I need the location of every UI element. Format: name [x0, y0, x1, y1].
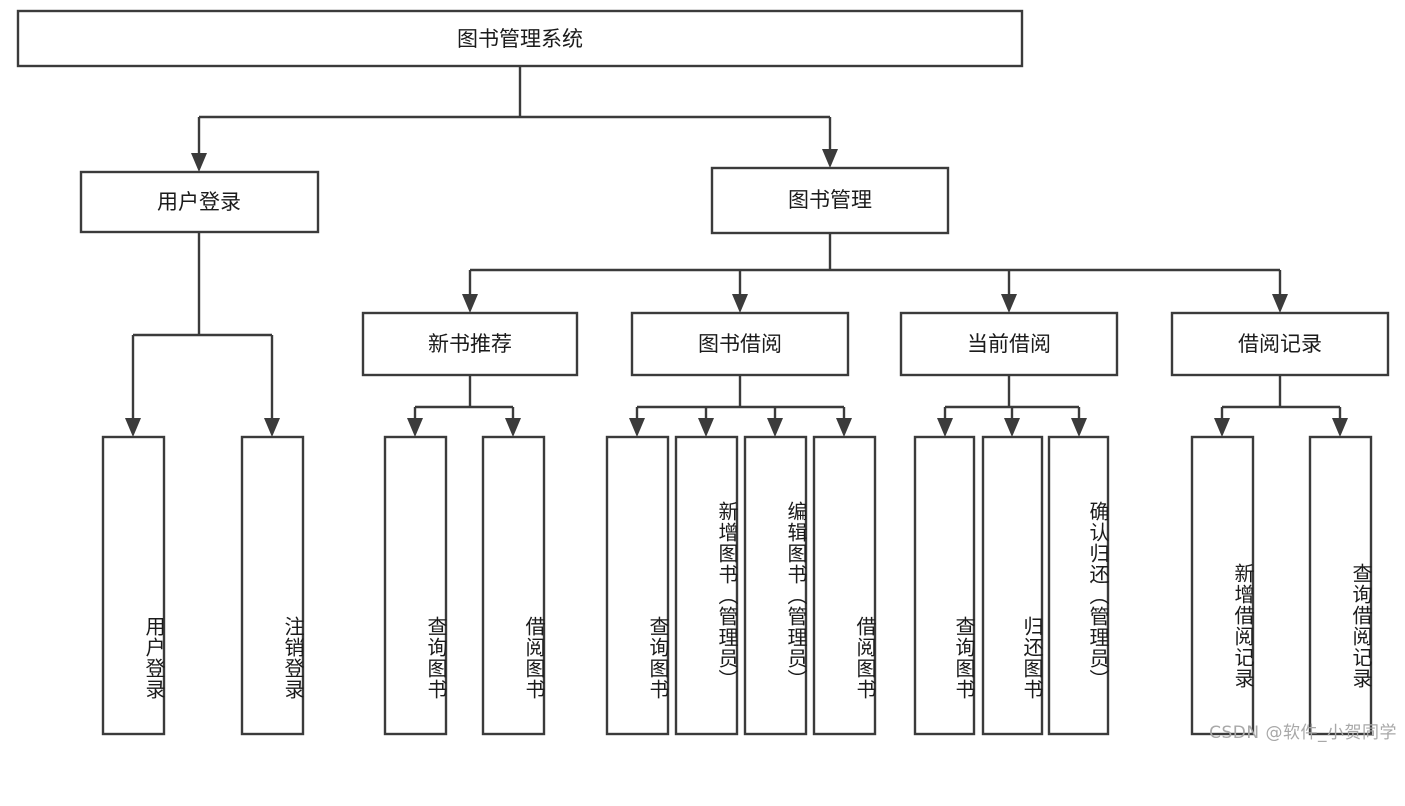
node-root-label: 图书管理系统 — [457, 27, 583, 51]
arrowhead-book-borrow — [732, 294, 748, 313]
arrowhead-currentborrow-leaf-1 — [937, 418, 953, 437]
node-book-management-label: 图书管理 — [788, 188, 872, 212]
node-borrow-record-box[interactable] — [1170, 311, 1390, 377]
arrowhead-new-book-rec — [462, 294, 478, 313]
leaf-box-record-add[interactable] — [1190, 435, 1255, 736]
leaf-box-logout[interactable] — [240, 435, 305, 736]
arrowhead-bookborrow-leaf-4 — [836, 418, 852, 437]
leaf-box-borrow-edit-book[interactable] — [743, 435, 808, 736]
arrowhead-newbook-leaf-2 — [505, 418, 521, 437]
leaf-box-current-query-book[interactable] — [913, 435, 976, 736]
node-borrow-record-label: 借阅记录 — [1238, 332, 1322, 356]
node-current-borrow-label: 当前借阅 — [967, 332, 1051, 356]
node-new-book-recommend-box[interactable] — [361, 311, 579, 377]
node-book-management-box[interactable] — [710, 166, 950, 235]
leaf-box-borrow-query-book[interactable] — [605, 435, 670, 736]
arrowhead-currentborrow-leaf-2 — [1004, 418, 1020, 437]
arrowhead-bookborrow-leaf-3 — [767, 418, 783, 437]
hierarchy-diagram: 图书管理系统 用户登录 图书管理 新书推荐 图书借阅 当前借阅 借阅记录 — [16, 9, 1390, 736]
arrowhead-user-login — [191, 153, 207, 172]
node-user-login-label: 用户登录 — [157, 190, 241, 214]
node-book-borrow-box[interactable] — [630, 311, 850, 377]
arrowhead-borrow-record — [1272, 294, 1288, 313]
leaf-box-newbook-borrow-book[interactable] — [481, 435, 546, 736]
arrowhead-borrowrecord-leaf-2 — [1332, 418, 1348, 437]
leaf-box-newbook-query-book[interactable] — [383, 435, 448, 736]
watermark-text: CSDN @软件_小贺同学 — [1209, 723, 1397, 743]
arrowhead-leaf-user-login — [125, 418, 141, 437]
arrowhead-borrowrecord-leaf-1 — [1214, 418, 1230, 437]
arrowhead-book-mgmt — [822, 149, 838, 168]
node-new-book-recommend-label: 新书推荐 — [428, 332, 512, 356]
diagram-canvas: 图书管理系统 用户登录 图书管理 新书推荐 图书借阅 当前借阅 借阅记录 — [16, 9, 1397, 743]
arrowhead-currentborrow-leaf-3 — [1071, 418, 1087, 437]
arrowhead-leaf-logout — [264, 418, 280, 437]
leaf-box-current-return-book[interactable] — [981, 435, 1044, 736]
leaf-box-borrow-borrow-book[interactable] — [812, 435, 877, 736]
leaf-box-record-query[interactable] — [1308, 435, 1373, 736]
leaf-box-user-login[interactable] — [101, 435, 166, 736]
arrowhead-bookborrow-leaf-2 — [698, 418, 714, 437]
leaf-box-borrow-add-book[interactable] — [674, 435, 739, 736]
node-user-login-box[interactable] — [79, 170, 320, 234]
leaf-box-current-confirm-return[interactable] — [1047, 435, 1110, 736]
arrowhead-current-borrow — [1001, 294, 1017, 313]
arrowhead-newbook-leaf-1 — [407, 418, 423, 437]
connector-layer — [125, 66, 1348, 437]
node-layer: 图书管理系统 用户登录 图书管理 新书推荐 图书借阅 当前借阅 借阅记录 — [16, 9, 1390, 736]
node-current-borrow-box[interactable] — [899, 311, 1119, 377]
node-book-borrow-label: 图书借阅 — [698, 332, 782, 356]
node-root-box[interactable] — [16, 9, 1024, 68]
arrowhead-bookborrow-leaf-1 — [629, 418, 645, 437]
